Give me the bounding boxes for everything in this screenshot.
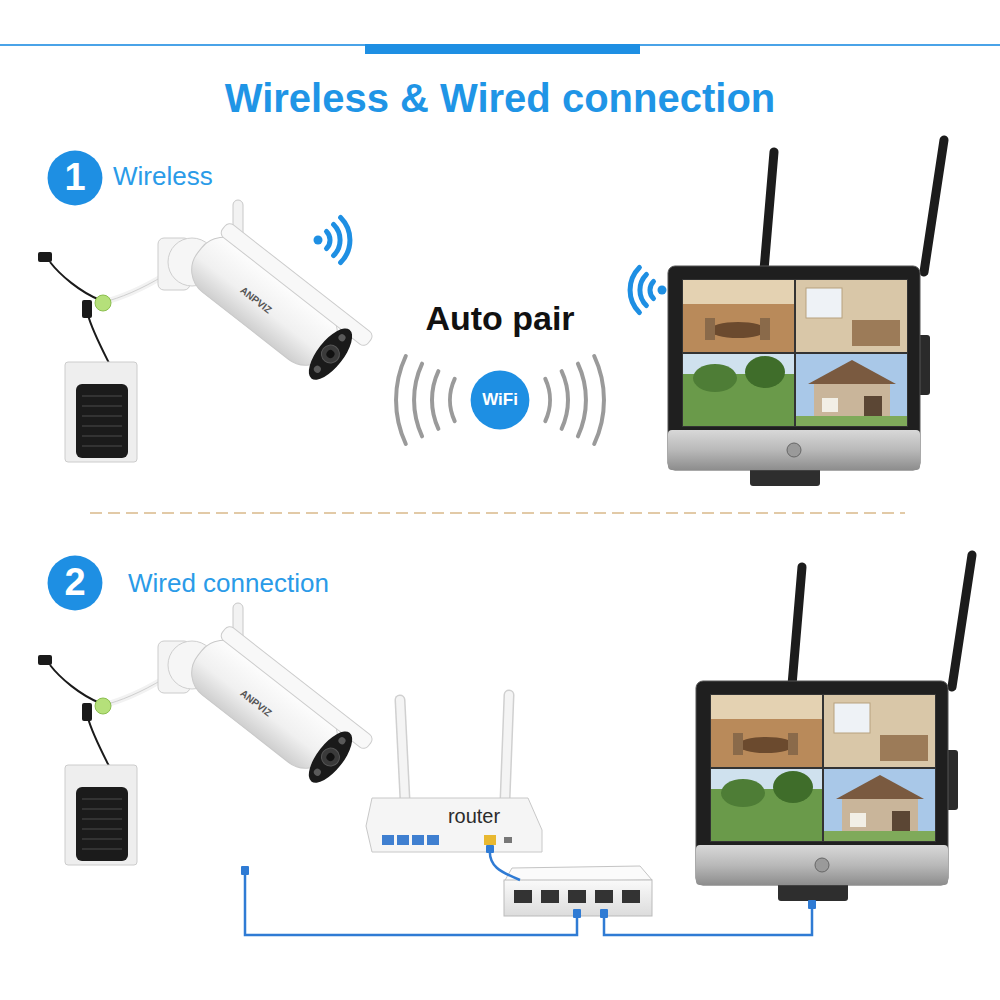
step-badge: 2 [47,555,103,611]
wifi-waves-part [432,371,438,429]
badge-circle [471,371,530,430]
cable-plugs [241,845,816,918]
wifi-signal-camera-part [314,236,323,245]
badge-text: 2 [64,562,85,604]
router-figure-part [397,835,409,845]
pairing-caption: Auto pair [425,300,574,337]
badge-circle [48,556,103,611]
wifi-signal-monitor-part [640,274,646,305]
step-badge: 1 [47,150,103,206]
wifi-waves-part [545,379,550,421]
switch-figure-part [568,890,586,903]
top-rule-accent [365,44,640,54]
cable-plugs-part [486,845,494,853]
wifi-badge: WiFi [470,370,530,430]
wifi-waves-part [594,356,604,444]
cable-plugs-part [600,909,608,918]
router-figure-part [427,835,439,845]
switch-figure [504,866,652,916]
badge-text: 1 [64,157,85,199]
router-figure-part [382,835,394,845]
network-cables-part [604,905,812,935]
wifi-waves-part [414,364,422,437]
cable-plugs-part [573,909,581,918]
badge-circle [48,151,103,206]
router-figure-part [484,835,496,845]
wifi-signal-monitor-part [630,267,639,312]
network-cables-part [245,872,577,935]
wifi-waves [396,356,604,444]
monitor-wireless [668,140,944,486]
wifi-waves-part [450,379,455,421]
section-divider [90,512,905,514]
router-figure-part [366,798,542,852]
switch-figure-part [622,890,640,903]
device-label: router [448,805,500,827]
camera-wired [38,603,374,865]
cable-plugs-part [808,900,816,909]
wifi-waves-part [578,364,586,437]
wifi-signal-camera-part [341,217,350,262]
page-title: Wireless & Wired connection [225,76,776,120]
router-figure-part [400,700,405,800]
section-heading: Wired connection [128,569,329,598]
wifi-signal-camera [314,217,350,262]
router-figure [366,695,542,852]
cable-plugs-part [241,866,249,875]
router-label-box: router [424,802,524,830]
router-figure-part [504,837,512,843]
wifi-signal-camera-part [327,232,331,249]
router-figure-part [400,700,405,800]
badge-text: WiFi [482,391,518,410]
router-figure-part [412,835,424,845]
monitor-wired [696,555,972,901]
wifi-signal-monitor [630,267,666,312]
network-cables-part [490,848,520,880]
switch-figure-part [595,890,613,903]
router-figure-part [505,695,509,800]
switch-figure-part [541,890,559,903]
wifi-waves-part [396,356,406,444]
section-heading: Wireless [113,162,213,191]
wifi-signal-monitor-part [650,282,654,299]
wifi-waves-part [562,371,568,429]
wifi-signal-monitor-part [658,286,667,295]
switch-figure-part [514,890,532,903]
camera-wireless [38,200,374,462]
network-cables [245,848,812,935]
wifi-signal-camera-part [334,224,340,255]
router-figure-part [505,695,509,800]
